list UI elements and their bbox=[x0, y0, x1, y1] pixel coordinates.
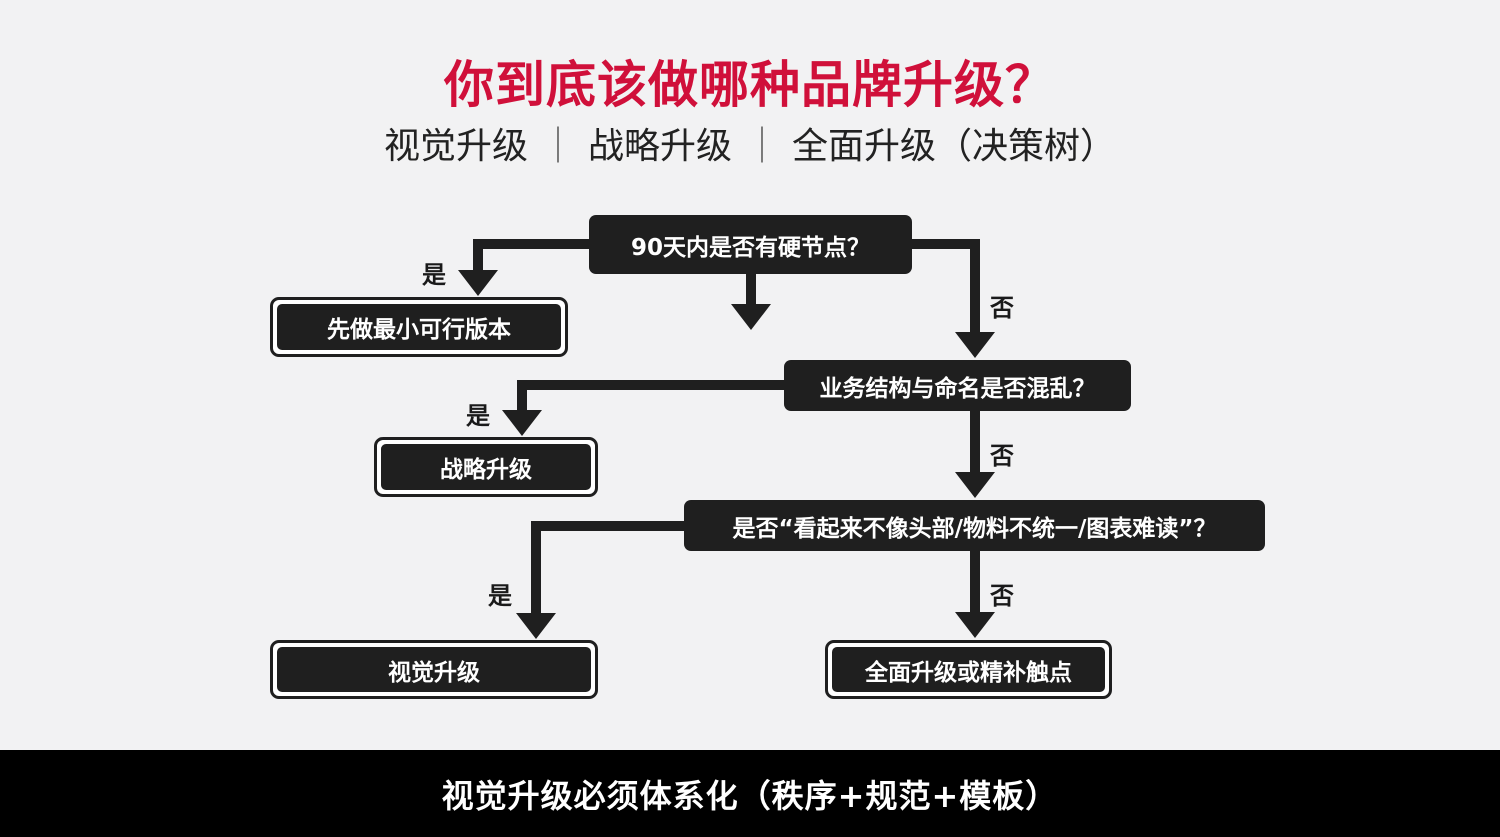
label-q3-no: 否 bbox=[990, 582, 1014, 610]
subtitle-item-strategy: 战略升级 bbox=[587, 126, 732, 167]
label-q1-yes: 是 bbox=[422, 261, 446, 289]
outcome-mvp-text: 先做最小可行版本 bbox=[277, 304, 561, 350]
decision-q1-text: 90天内是否有硬节点？ bbox=[630, 234, 870, 261]
arrowhead-q1-no bbox=[955, 332, 995, 358]
footer-banner: 视觉升级必须体系化（秩序+规范+模板） bbox=[0, 750, 1500, 837]
subtitle-separator: ｜ bbox=[539, 126, 576, 167]
arrowhead-q2-no bbox=[955, 472, 995, 498]
page-title: 你到底该做哪种品牌升级？ bbox=[444, 56, 1056, 114]
label-q1-no: 否 bbox=[990, 294, 1014, 322]
label-q3-yes: 是 bbox=[488, 582, 512, 610]
decision-node-q3: 是否“看起来不像头部/物料不统一/图表难读”？ bbox=[684, 500, 1265, 551]
connector-q3-yes bbox=[531, 521, 687, 615]
outcome-node-full: 全面升级或精补触点 bbox=[825, 640, 1112, 699]
label-q2-yes: 是 bbox=[466, 402, 490, 430]
outcome-visual-text: 视觉升级 bbox=[277, 647, 591, 692]
page-subtitle: 视觉升级 ｜ 战略升级 ｜ 全面升级（决策树） bbox=[0, 120, 1500, 174]
arrowhead-q1-down bbox=[731, 304, 771, 330]
arrowhead-q3-no bbox=[955, 612, 995, 638]
arrowhead-q2-yes bbox=[502, 410, 542, 436]
outcome-node-strategy: 战略升级 bbox=[374, 437, 598, 497]
outcome-node-mvp: 先做最小可行版本 bbox=[270, 297, 568, 357]
decision-node-q2: 业务结构与命名是否混乱？ bbox=[784, 360, 1131, 411]
decision-q3-text: 是否“看起来不像头部/物料不统一/图表难读”？ bbox=[732, 515, 1217, 542]
outcome-strategy-text: 战略升级 bbox=[381, 444, 591, 490]
subtitle-item-visual: 视觉升级 bbox=[383, 126, 528, 167]
arrowhead-q1-yes bbox=[458, 270, 498, 296]
flow-connectors bbox=[458, 239, 995, 639]
footer-text: 视觉升级必须体系化（秩序+规范+模板） bbox=[441, 776, 1059, 815]
outcome-node-visual: 视觉升级 bbox=[270, 640, 598, 699]
outcome-full-text: 全面升级或精补触点 bbox=[832, 647, 1105, 692]
subtitle-separator: ｜ bbox=[744, 126, 781, 167]
arrowhead-q3-yes bbox=[516, 613, 556, 639]
label-q2-no: 否 bbox=[990, 442, 1014, 470]
connector-q2-yes bbox=[517, 380, 787, 412]
decision-node-q1: 90天内是否有硬节点？ bbox=[589, 215, 912, 274]
decision-q2-text: 业务结构与命名是否混乱？ bbox=[819, 375, 1096, 402]
connector-q1-no bbox=[910, 239, 980, 334]
connector-q1-yes bbox=[473, 239, 592, 272]
subtitle-item-full: 全面升级（决策树） bbox=[792, 126, 1117, 167]
